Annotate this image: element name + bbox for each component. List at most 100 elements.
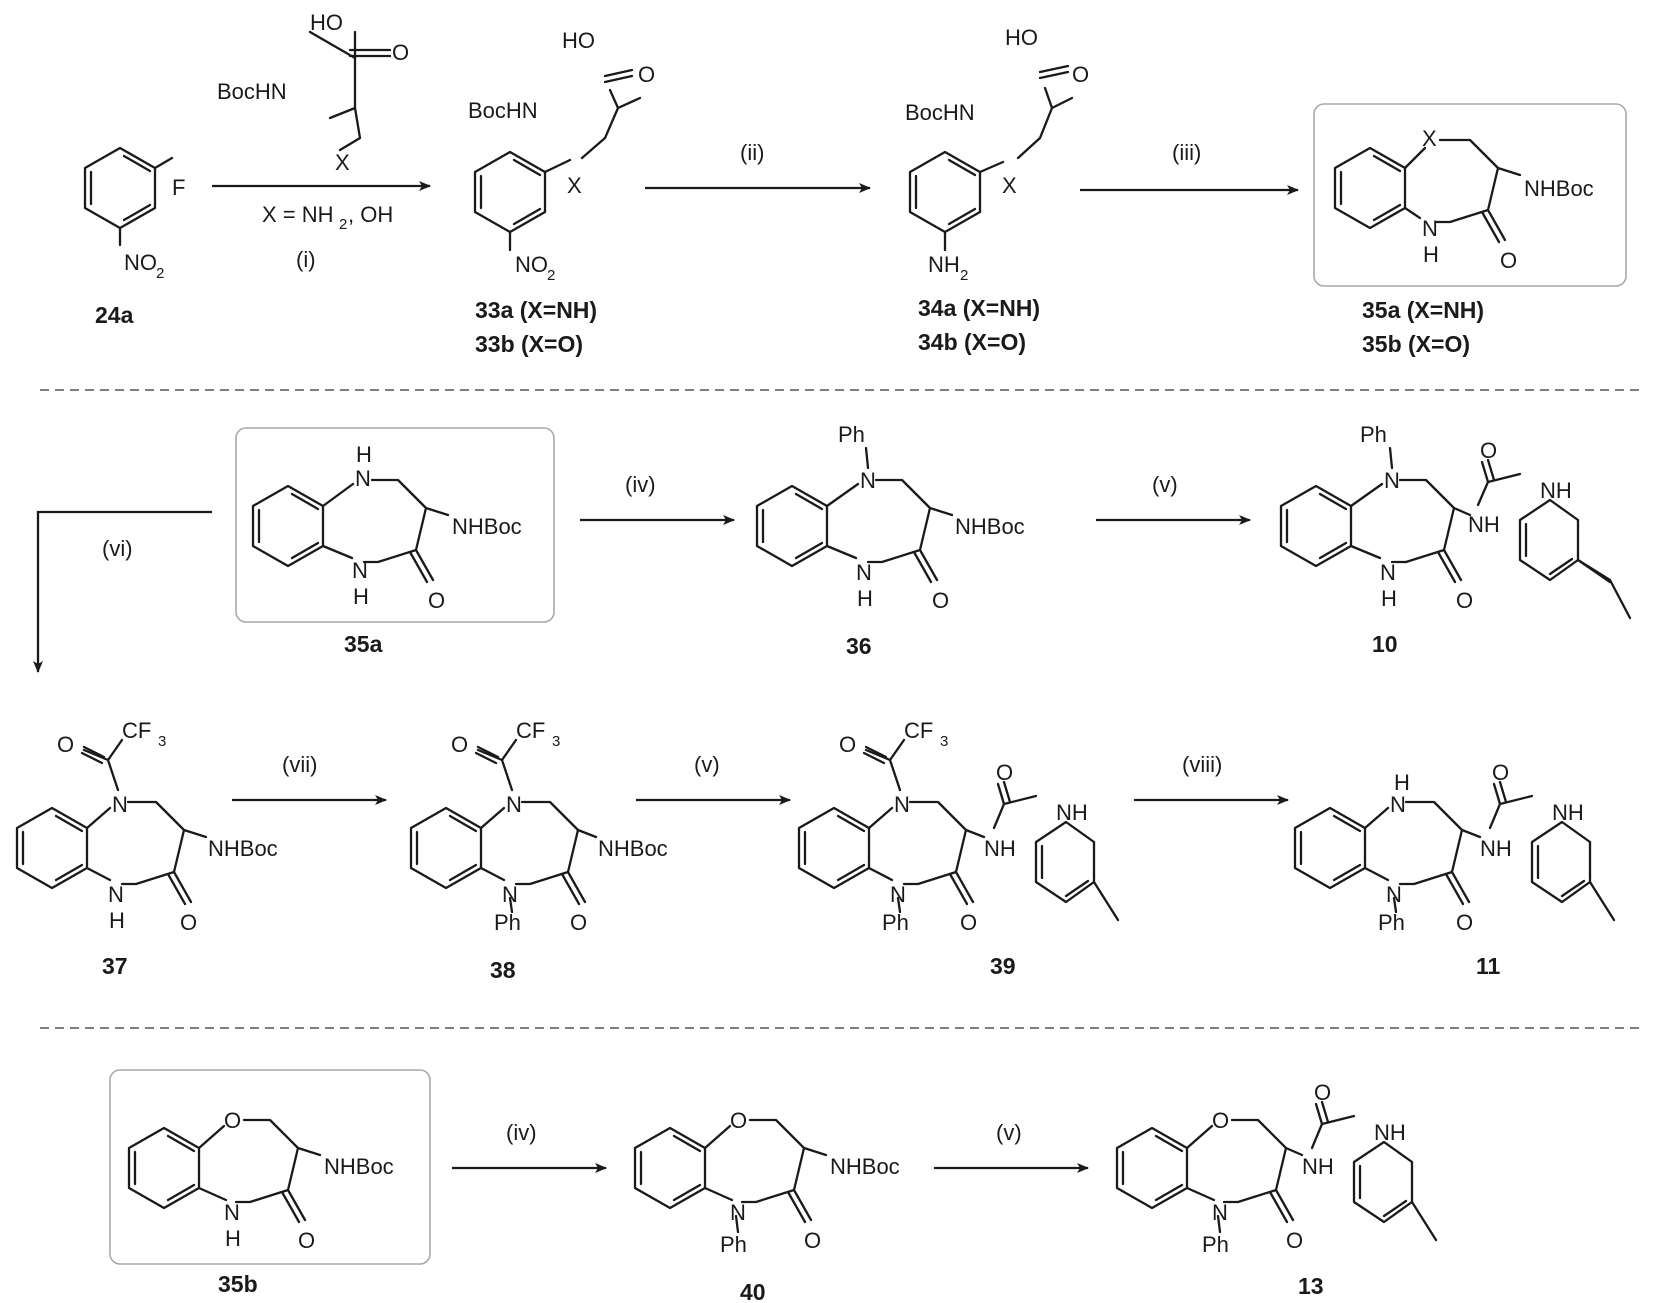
svg-text:BocHN: BocHN: [217, 79, 287, 104]
svg-text:CF: CF: [122, 718, 151, 743]
compound-39: O CF 3 N NH O NH N Ph O 39: [797, 718, 1120, 979]
svg-text:N: N: [1212, 1200, 1228, 1225]
svg-text:X: X: [1422, 126, 1437, 151]
svg-text:H: H: [857, 586, 873, 611]
label-13: 13: [1298, 1273, 1324, 1299]
svg-text:X: X: [567, 173, 582, 198]
compound-40: O NHBoc N Ph O 40: [633, 1108, 900, 1303]
svg-text:BocHN: BocHN: [905, 100, 975, 125]
arrow-iv-row4: (iv): [452, 1120, 607, 1173]
svg-text:O: O: [428, 588, 445, 613]
svg-text:Ph: Ph: [882, 910, 909, 935]
svg-text:O: O: [638, 62, 655, 87]
svg-text:NH: NH: [928, 252, 960, 277]
svg-text:N: N: [108, 882, 124, 907]
svg-text:NH: NH: [1552, 800, 1584, 825]
compound-35: X NHBoc N H O 35a (X=NH) 35b (X=O): [1313, 103, 1627, 357]
svg-text:N: N: [1390, 792, 1406, 817]
label-11: 11: [1476, 953, 1501, 979]
svg-text:N: N: [352, 558, 368, 583]
svg-text:CF: CF: [904, 718, 933, 743]
compound-11: H N NH O NH N Ph O 11: [1293, 760, 1616, 979]
label-34b: 34b (X=O): [918, 329, 1026, 355]
arrow-v-row2: (v): [1096, 472, 1251, 525]
svg-text:N: N: [1386, 882, 1402, 907]
svg-text:(i): (i): [296, 247, 316, 272]
svg-text:O: O: [298, 1228, 315, 1253]
svg-text:O: O: [1492, 760, 1509, 785]
svg-text:N: N: [506, 792, 522, 817]
svg-text:N: N: [1384, 468, 1400, 493]
svg-text:N: N: [730, 1200, 746, 1225]
svg-text:NH: NH: [1302, 1154, 1334, 1179]
arrow-vi: (vi): [33, 510, 212, 673]
svg-text:, OH: , OH: [348, 202, 393, 227]
svg-text:O: O: [451, 732, 468, 757]
svg-text:3: 3: [552, 733, 560, 750]
svg-text:(ii): (ii): [740, 140, 764, 165]
label-24a: 24a: [95, 302, 134, 328]
svg-text:Ph: Ph: [720, 1232, 747, 1257]
svg-text:Ph: Ph: [838, 422, 865, 447]
label-35a: 35a (X=NH): [1362, 297, 1484, 323]
label-35a-row2: 35a: [344, 631, 383, 657]
compound-33: HO O BocHN X NO 2 33a (X=NH) 33b (X=O): [468, 28, 655, 357]
compound-34: HO O BocHN X NH 2 34a (X=NH) 34b (X=O): [905, 25, 1089, 355]
svg-text:NH: NH: [984, 836, 1016, 861]
svg-text:Ph: Ph: [494, 910, 521, 935]
svg-text:NHBoc: NHBoc: [452, 514, 522, 539]
svg-text:N: N: [355, 466, 371, 491]
svg-text:H: H: [1423, 242, 1439, 267]
svg-text:3: 3: [940, 733, 948, 750]
svg-text:(vii): (vii): [282, 752, 317, 777]
svg-text:Ph: Ph: [1202, 1232, 1229, 1257]
svg-text:F: F: [172, 175, 185, 200]
svg-text:H: H: [225, 1226, 241, 1251]
svg-text:O: O: [730, 1108, 747, 1133]
label-36: 36: [846, 633, 872, 659]
svg-text:NHBoc: NHBoc: [208, 836, 278, 861]
svg-text:HO: HO: [562, 28, 595, 53]
label-39: 39: [990, 953, 1016, 979]
svg-text:H: H: [353, 584, 369, 609]
label-35b-row4: 35b: [218, 1271, 258, 1297]
compound-37: O CF 3 N NHBoc N H O 37: [15, 718, 278, 979]
arrow-iii: (iii): [1080, 140, 1299, 195]
label-34a: 34a (X=NH): [918, 295, 1040, 321]
svg-text:NO: NO: [124, 250, 157, 275]
svg-text:NHBoc: NHBoc: [830, 1154, 900, 1179]
label-38: 38: [490, 957, 516, 983]
svg-text:O: O: [996, 760, 1013, 785]
label-33b: 33b (X=O): [475, 331, 583, 357]
svg-text:(iv): (iv): [506, 1120, 537, 1145]
svg-text:(vi): (vi): [102, 536, 133, 561]
svg-text:H: H: [1394, 770, 1410, 795]
svg-text:O: O: [1212, 1108, 1229, 1133]
label-10: 10: [1372, 631, 1398, 657]
arrow-v-row4: (v): [934, 1120, 1089, 1173]
svg-text:NH: NH: [1540, 478, 1572, 503]
arrow-i: X = NH 2 , OH (i): [212, 181, 431, 272]
svg-text:H: H: [1381, 586, 1397, 611]
compound-13: O NH O NH N Ph O 13: [1115, 1080, 1438, 1299]
svg-text:O: O: [804, 1228, 821, 1253]
label-40: 40: [740, 1279, 766, 1303]
svg-text:O: O: [1072, 62, 1089, 87]
arrow-ii: (ii): [645, 140, 871, 193]
svg-text:(iv): (iv): [625, 472, 656, 497]
reagent-amino-acid: HO O BocHN X: [217, 10, 409, 175]
compound-10: Ph N NH O NH N H O 10: [1279, 422, 1632, 657]
arrow-vii: (vii): [232, 752, 387, 805]
svg-text:CF: CF: [516, 718, 545, 743]
svg-text:O: O: [570, 910, 587, 935]
svg-text:(v): (v): [1152, 472, 1178, 497]
arrow-v-row3: (v): [636, 752, 791, 805]
svg-text:2: 2: [960, 267, 968, 284]
svg-text:2: 2: [156, 265, 164, 282]
svg-text:O: O: [839, 732, 856, 757]
svg-text:NH: NH: [1468, 512, 1500, 537]
compound-36: Ph N NHBoc N H O 36: [755, 422, 1025, 659]
compound-24a: F NO 2 24a: [83, 146, 185, 328]
svg-text:BocHN: BocHN: [468, 98, 538, 123]
svg-text:N: N: [1422, 216, 1438, 241]
